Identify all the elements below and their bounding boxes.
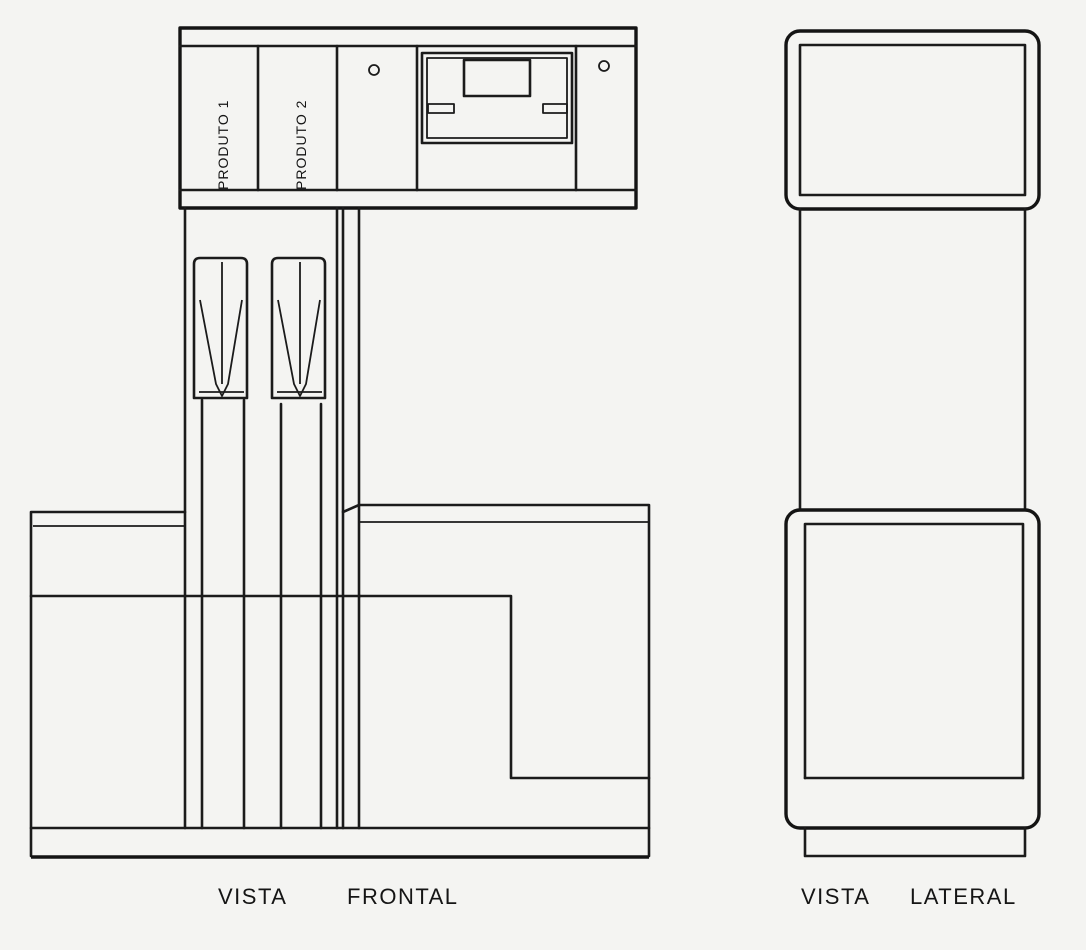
nozzle-1-holster — [192, 256, 249, 400]
side-base-outer — [784, 508, 1041, 830]
side-caption-word-2: LATERAL — [910, 884, 1017, 909]
nozzle-1-spout — [199, 299, 243, 397]
screw-left — [368, 64, 380, 76]
base-left-outline — [29, 510, 187, 858]
display-slot-left — [427, 103, 455, 114]
product-label-1: PRODUTO 1 — [215, 100, 231, 190]
pump-head: PRODUTO 1 PRODUTO 2 — [178, 26, 638, 210]
base-left-block — [29, 510, 187, 858]
display-inner — [426, 57, 568, 139]
base-right-outline — [341, 503, 651, 858]
pump-column — [183, 206, 361, 830]
nozzle-2-holster — [270, 256, 327, 400]
side-head-outer — [784, 29, 1041, 211]
head-outline — [178, 26, 638, 210]
display-slot-right — [542, 103, 568, 114]
side-caption-word-1: VISTA — [801, 884, 871, 909]
base-right-step — [358, 594, 651, 780]
front-view: PRODUTO 1 PRODUTO 2 — [29, 26, 651, 859]
nozzle-2 — [270, 256, 327, 830]
front-caption-word-1: VISTA — [218, 884, 288, 909]
side-base-inner — [803, 522, 1025, 780]
nozzle-2-spout — [277, 299, 321, 397]
front-caption-word-2: FRONTAL — [347, 884, 459, 909]
display-readout — [462, 58, 532, 98]
screw-right — [598, 60, 610, 72]
display-window — [420, 51, 574, 145]
side-view — [784, 29, 1041, 858]
plinth — [29, 826, 651, 859]
side-plinth — [803, 826, 1027, 858]
product-label-2: PRODUTO 2 — [293, 100, 309, 190]
display-outer — [420, 51, 574, 145]
side-head-inner — [798, 43, 1027, 197]
base-right-block — [341, 503, 651, 858]
nozzle-1 — [192, 256, 249, 830]
